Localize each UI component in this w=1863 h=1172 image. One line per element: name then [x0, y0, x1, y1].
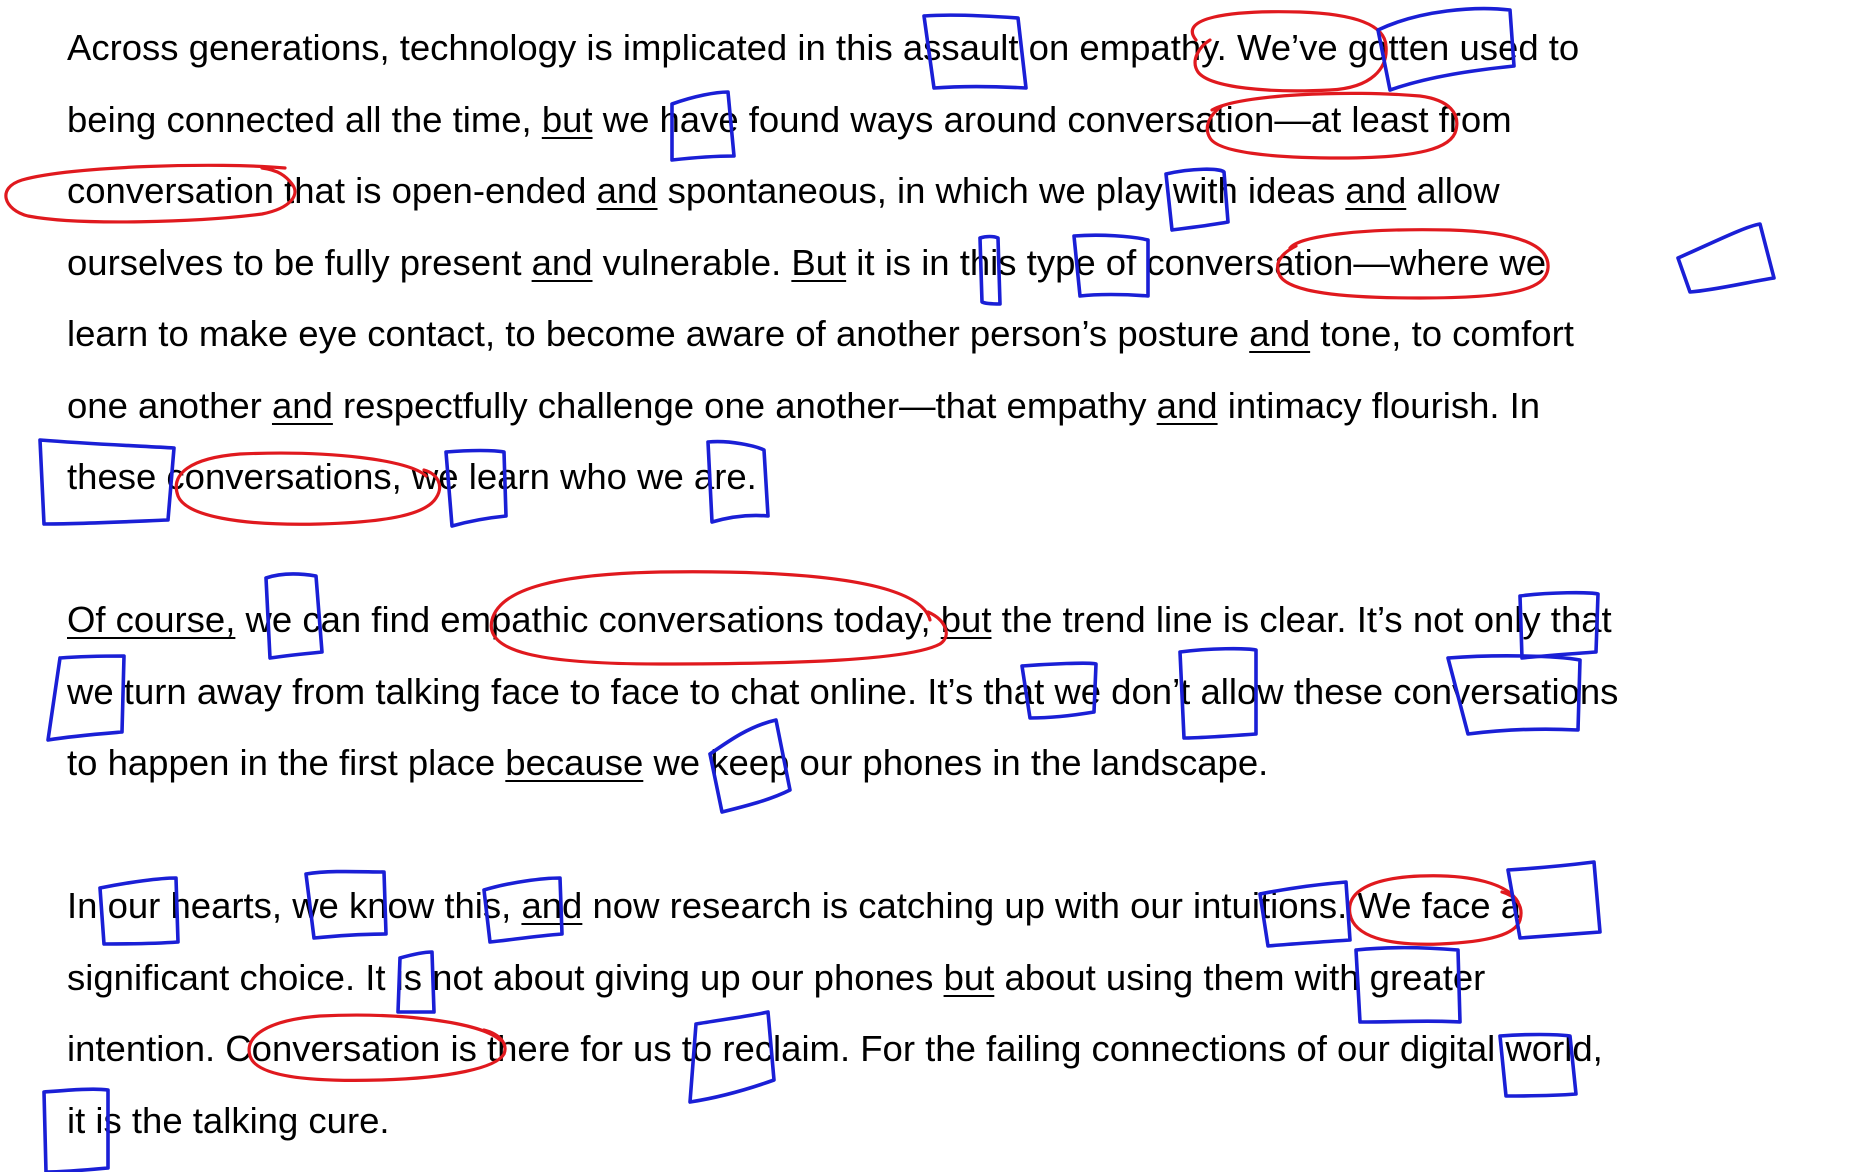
text-line: Of course, we can find empathic conversa…: [67, 584, 1857, 656]
paragraph: In our hearts, we know this, and now res…: [67, 870, 1857, 1156]
text-run: spontaneous, in which we play with ideas: [657, 170, 1346, 211]
text-line: significant choice. It is not about givi…: [67, 942, 1857, 1014]
text-run: to happen in the first place: [67, 742, 506, 783]
text-line: to happen in the first place because we …: [67, 727, 1857, 799]
underlined-word: and: [596, 170, 658, 211]
underlined-word: and: [1156, 384, 1218, 426]
underlined-word: but: [541, 98, 593, 140]
text-line: intention. Conversation is there for us …: [67, 1013, 1857, 1085]
text-run: it is the talking cure.: [67, 1099, 390, 1141]
paragraph: Of course, we can find empathic conversa…: [67, 584, 1857, 799]
text-run: In our hearts, we know this,: [67, 885, 522, 926]
text-line: In our hearts, we know this, and now res…: [67, 870, 1857, 942]
text-run: now research is catching up with our int…: [582, 885, 1522, 926]
text-run: allow: [1406, 170, 1500, 211]
paragraph: Across generations, technology is implic…: [67, 12, 1857, 513]
underlined-word: and: [1345, 170, 1407, 211]
text-run: these conversations, we learn who we are…: [67, 456, 757, 497]
text-line: ourselves to be fully present and vulner…: [67, 227, 1857, 299]
text-run: significant choice. It is not about givi…: [67, 956, 944, 998]
underlined-word: Of course,: [67, 599, 236, 640]
text-run: tone, to comfort: [1310, 313, 1574, 354]
text-line: conversation that is open-ended and spon…: [67, 155, 1857, 227]
text-line: being connected all the time, but we hav…: [67, 84, 1857, 156]
underlined-word: because: [505, 742, 644, 783]
text-run: ourselves to be fully present: [67, 241, 532, 283]
text-run: respectfully challenge one another—that …: [332, 384, 1157, 426]
text-run: intention. Conversation is there for us …: [67, 1028, 1603, 1069]
underlined-word: and: [531, 241, 593, 283]
text-run: learn to make eye contact, to become awa…: [67, 313, 1250, 354]
text-run: about using them with greater: [994, 956, 1486, 998]
document-text: Across generations, technology is implic…: [67, 12, 1857, 1156]
underlined-word: but: [940, 599, 992, 640]
text-run: we keep our phones in the landscape.: [643, 742, 1269, 783]
underlined-word: and: [1249, 313, 1311, 354]
text-run: intimacy flourish. In: [1217, 384, 1541, 426]
text-run: we have found ways around conversation—a…: [592, 98, 1512, 140]
text-run: we can find empathic conversations today…: [235, 599, 941, 640]
underlined-word: and: [521, 885, 583, 926]
text-line: learn to make eye contact, to become awa…: [67, 298, 1857, 370]
text-run: it is in this type of conversation—where…: [846, 241, 1547, 283]
text-line: it is the talking cure.: [67, 1085, 1857, 1157]
text-line: Across generations, technology is implic…: [67, 12, 1857, 84]
underlined-word: but: [943, 956, 995, 998]
text-run: the trend line is clear. It’s not only t…: [991, 599, 1612, 640]
text-run: we turn away from talking face to face t…: [67, 670, 1619, 712]
text-run: vulnerable.: [592, 241, 792, 283]
text-run: one another: [67, 384, 272, 426]
text-run: conversation that is open-ended: [67, 170, 597, 211]
text-line: these conversations, we learn who we are…: [67, 441, 1857, 513]
text-line: one another and respectfully challenge o…: [67, 370, 1857, 442]
text-run: being connected all the time,: [67, 98, 542, 140]
text-line: we turn away from talking face to face t…: [67, 656, 1857, 728]
underlined-word: But: [791, 241, 847, 283]
text-run: Across generations, technology is implic…: [67, 27, 1580, 68]
underlined-word: and: [271, 384, 333, 426]
